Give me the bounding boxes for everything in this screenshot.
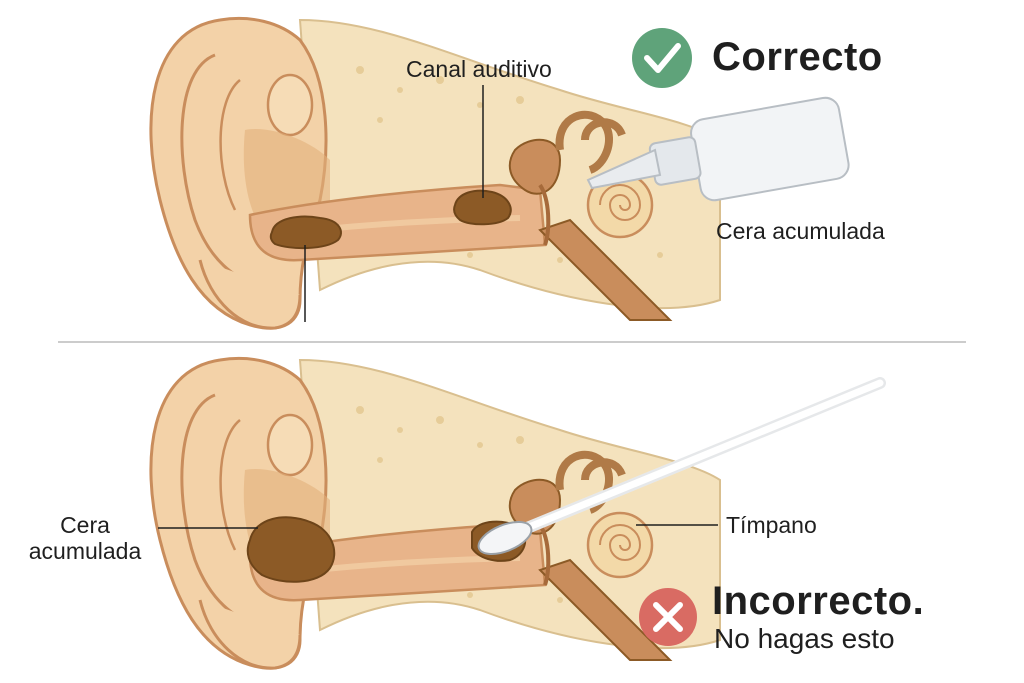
cotton-swab-icon: [477, 377, 886, 555]
earwax-outer-bottom: [246, 516, 336, 583]
ear-drops-bottle-icon: [586, 96, 850, 202]
label-timpano: Tímpano: [726, 512, 817, 538]
label-cera-acumulada-bottom: Cera acumulada: [28, 512, 142, 565]
label-canal-auditivo: Canal auditivo: [406, 56, 552, 82]
check-icon: [632, 28, 692, 88]
status-no-hagas-esto: No hagas esto: [714, 623, 895, 654]
status-correcto: Correcto: [712, 35, 883, 79]
label-cera-acumulada-top: Cera acumulada: [716, 218, 885, 244]
cross-mark: [653, 602, 683, 632]
status-incorrecto: Incorrecto.: [712, 579, 925, 623]
bottom-ear-illustration: [151, 358, 720, 668]
earwax-outer-top: [269, 215, 342, 250]
earwax-inner-top: [453, 189, 512, 226]
check-mark: [644, 43, 681, 73]
